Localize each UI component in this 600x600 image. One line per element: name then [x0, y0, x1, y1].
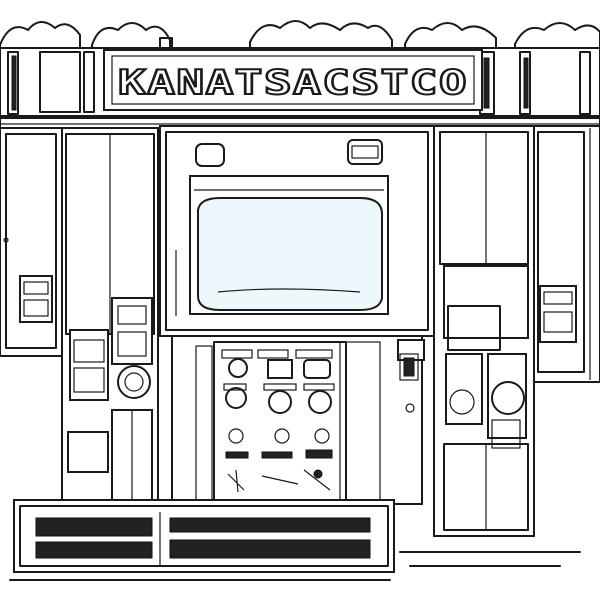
display-screen	[189, 175, 389, 315]
snow-cap-row	[0, 20, 600, 49]
vending-slot-icon	[445, 353, 483, 425]
housing	[0, 117, 600, 581]
control-knob-icon	[117, 365, 151, 399]
base-counter	[9, 499, 581, 581]
brand-sign-text: KANATSACSTCO	[118, 63, 468, 103]
brand-sign: KANATSACSTCO	[103, 49, 483, 111]
control-panel	[171, 335, 425, 505]
left-side-unit	[0, 127, 159, 509]
center-cabinet	[159, 125, 435, 337]
right-side-unit	[433, 125, 600, 537]
button-grid	[221, 349, 335, 493]
snow-cap-icon	[0, 20, 600, 49]
